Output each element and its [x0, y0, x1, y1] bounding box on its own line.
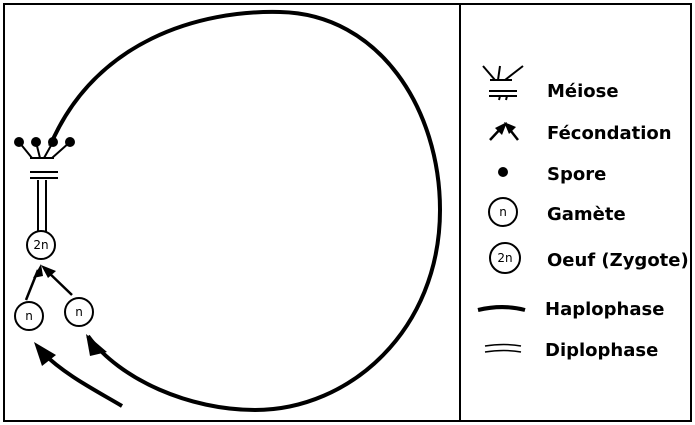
legend-panel: Méiose Fécondation Spore n Gamète — [477, 65, 689, 361]
legend-item-diplophase: Diplophase — [484, 340, 658, 361]
legend-label-fertilization: Fécondation — [547, 123, 672, 144]
cycle-panel: 2n n n — [14, 9, 443, 413]
diplophase-icon — [484, 343, 522, 353]
haplophase-arrowhead-right — [86, 334, 107, 356]
haplophase-icon — [477, 305, 526, 312]
legend-label-haplophase: Haplophase — [545, 299, 664, 320]
haplophase-arrowhead-left — [34, 342, 56, 366]
legend-item-meiosis: Méiose — [482, 65, 619, 102]
zygote-circle: 2n — [26, 230, 56, 260]
zygote-icon: 2n — [489, 242, 521, 274]
gamete-left-label: n — [25, 309, 33, 323]
haplophase-arc — [48, 9, 443, 413]
legend-item-haplophase: Haplophase — [477, 299, 664, 320]
legend-item-fertilization: Fécondation — [489, 122, 672, 144]
legend-label-diplophase: Diplophase — [545, 340, 658, 361]
meiosis-icon — [482, 65, 524, 101]
legend-item-spore: Spore — [498, 164, 606, 185]
gamete-right-label: n — [75, 305, 83, 319]
legend-zygote-symbol: 2n — [497, 251, 512, 265]
zygote-label: 2n — [33, 238, 48, 252]
legend-label-gamete: Gamète — [547, 204, 626, 225]
outer-frame — [3, 3, 692, 422]
legend-label-zygote: Oeuf (Zygote) — [547, 250, 689, 271]
legend-gamete-symbol: n — [499, 205, 507, 219]
spore-icon — [498, 167, 508, 177]
meiosis-symbol-cycle — [18, 141, 71, 179]
legend-item-zygote: 2n Oeuf (Zygote) — [489, 242, 689, 274]
fertilization-icon — [489, 122, 519, 141]
fertilization-arrows-cycle — [24, 264, 73, 301]
legend-label-spore: Spore — [547, 164, 606, 185]
gamete-circle-right: n — [64, 297, 94, 327]
diplophase-line-cycle — [37, 180, 47, 232]
gamete-icon: n — [488, 197, 518, 227]
legend-item-gamete: n Gamète — [488, 197, 626, 227]
legend-label-meiosis: Méiose — [547, 81, 619, 102]
gamete-circle-left: n — [14, 301, 44, 331]
